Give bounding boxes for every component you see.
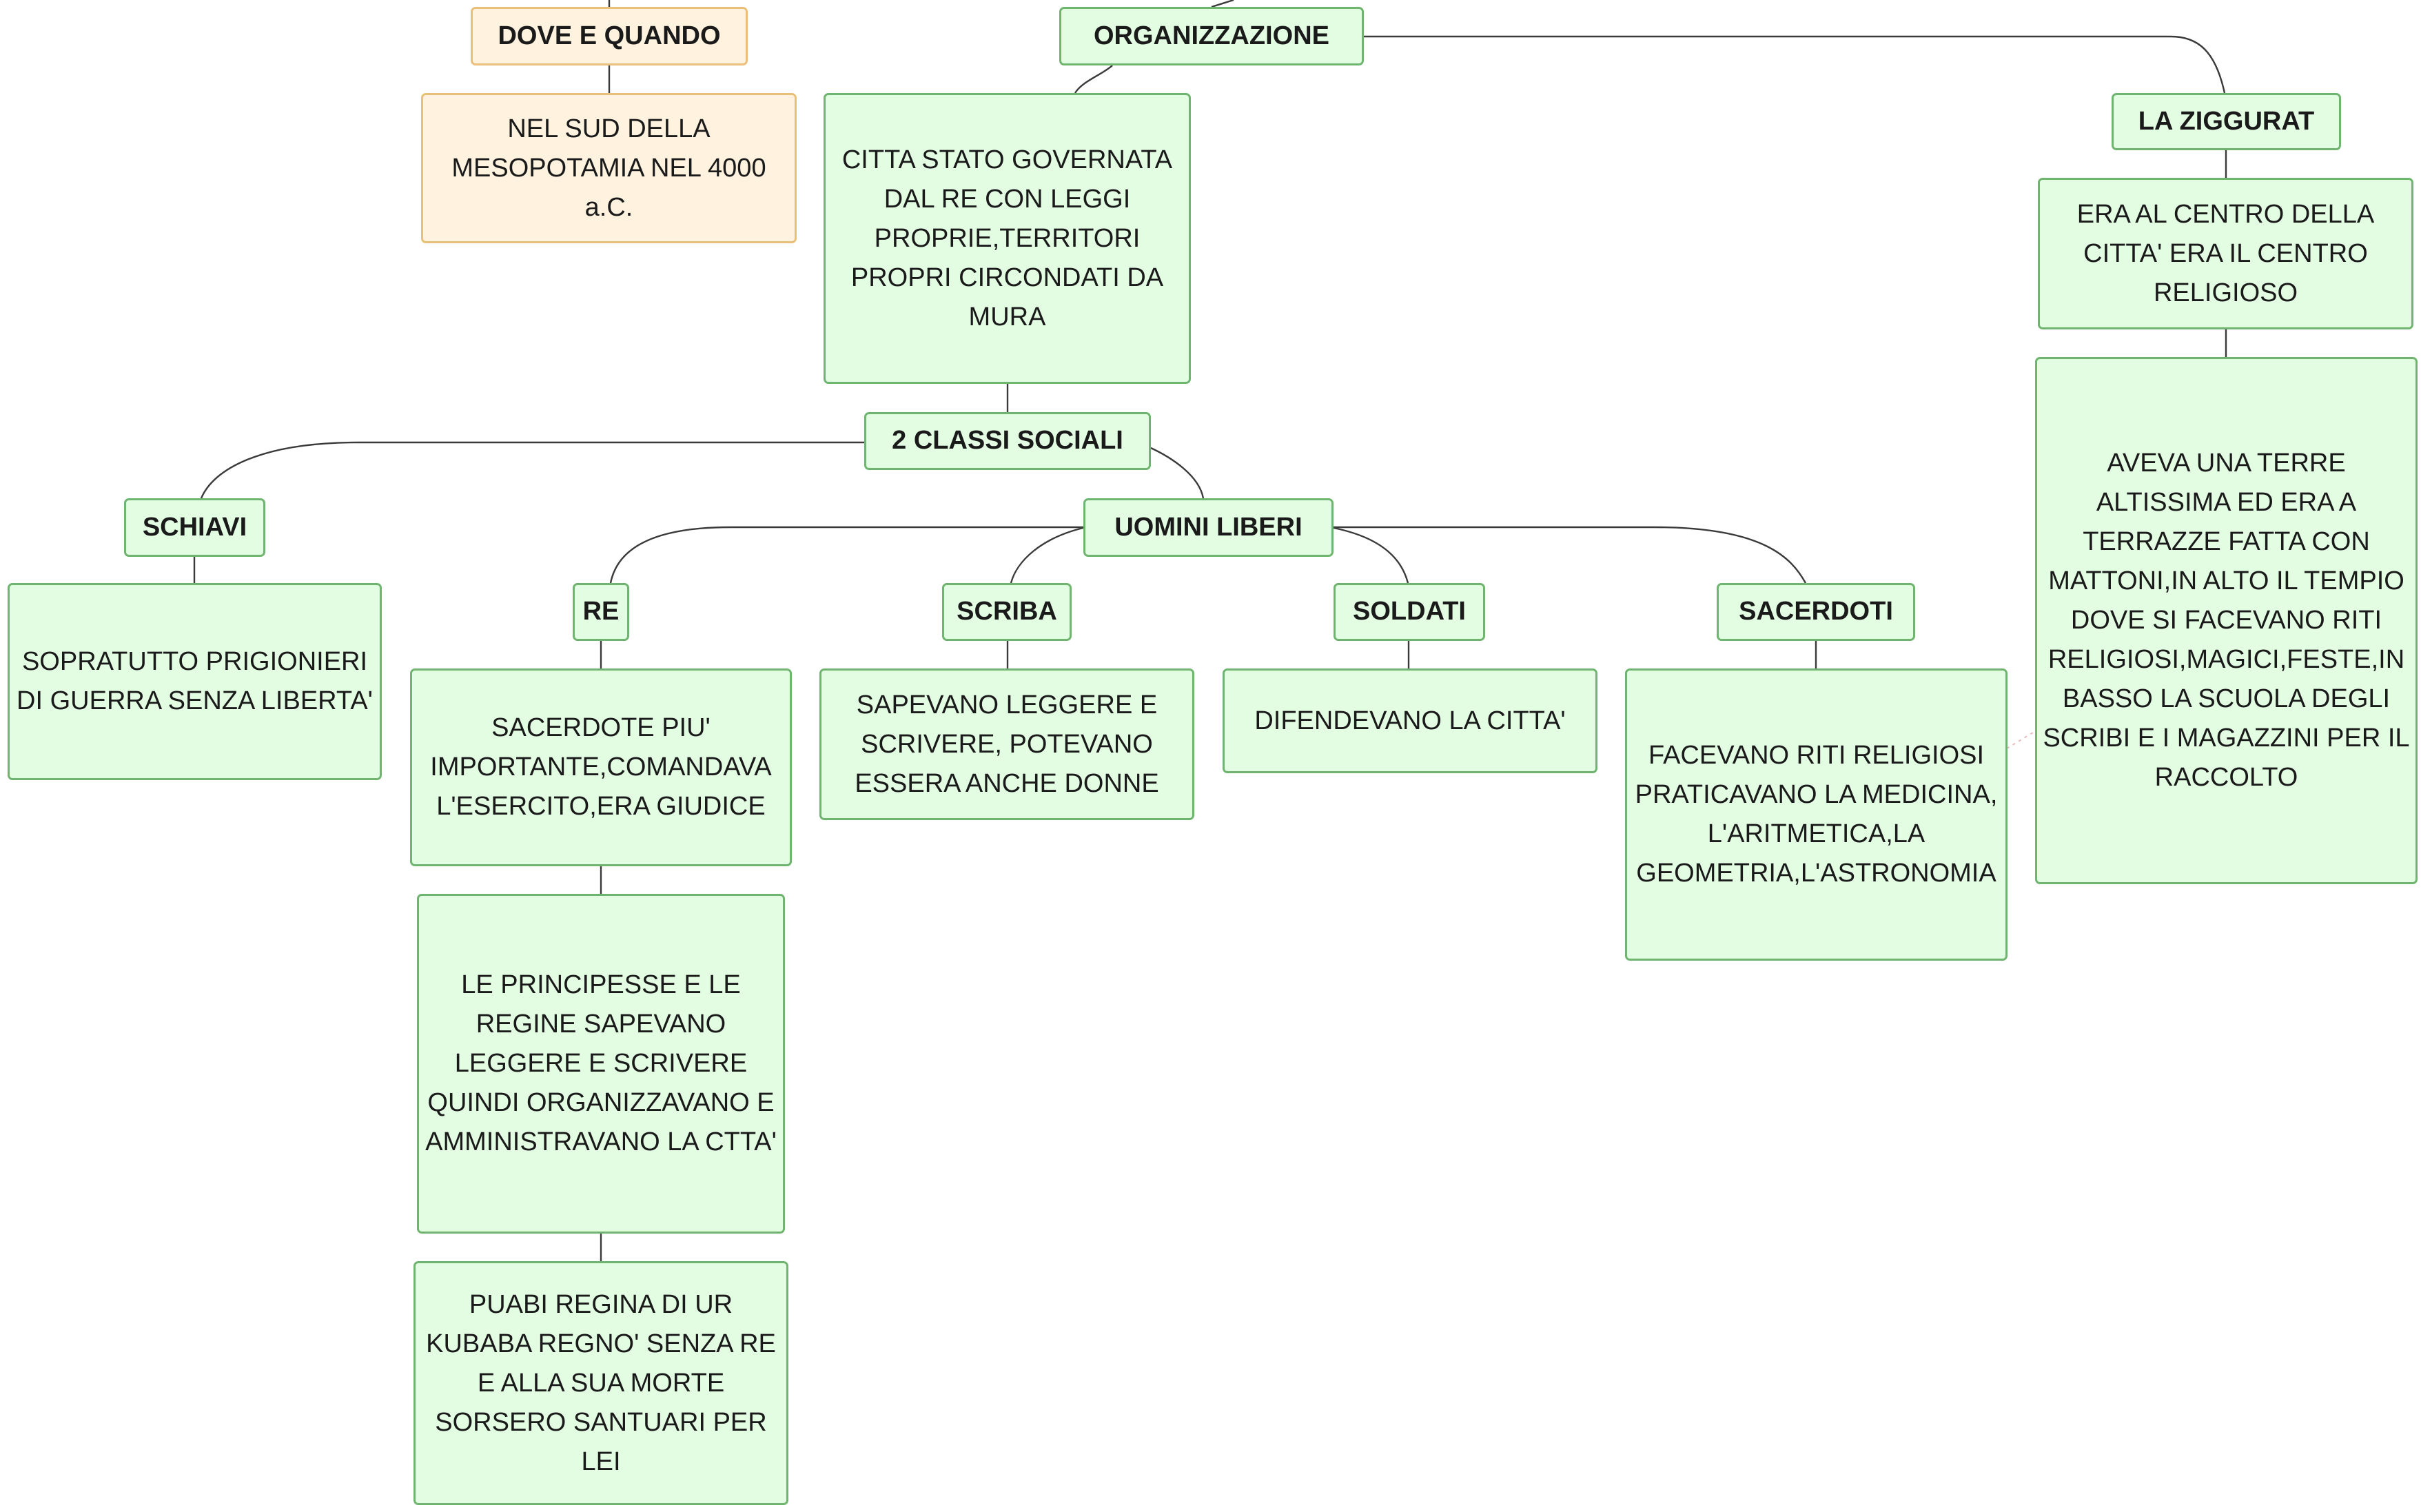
- node-sacerdoti-text[interactable]: FACEVANO RITI RELIGIOSI PRATICAVANO LA M…: [1625, 668, 2008, 961]
- node-text: LE PRINCIPESSE E LE REGINE SAPEVANO LEGG…: [425, 970, 777, 1156]
- node-soldati[interactable]: SOLDATI: [1334, 583, 1485, 641]
- node-text: AVEVA UNA TERRE ALTISSIMA ED ERA A TERRA…: [2043, 449, 2410, 792]
- node-puabi-text[interactable]: PUABI REGINA DI UR KUBABA REGNO' SENZA R…: [413, 1261, 788, 1505]
- node-text: PUABI REGINA DI UR KUBABA REGNO' SENZA R…: [426, 1289, 776, 1476]
- node-text: NEL SUD DELLA MESOPOTAMIA NEL 4000 a.C.: [451, 114, 766, 222]
- node-re-text[interactable]: SACERDOTE PIU' IMPORTANTE,COMANDAVA L'ES…: [410, 668, 792, 866]
- node-classi-sociali[interactable]: 2 CLASSI SOCIALI: [864, 412, 1151, 470]
- node-label: ORGANIZZAZIONE: [1094, 21, 1329, 50]
- node-label: DOVE E QUANDO: [498, 21, 721, 50]
- link-organizzazione-ziggurat: [1364, 35, 2226, 94]
- link-classi-schiavi: [200, 441, 864, 499]
- node-uomini-liberi[interactable]: UOMINI LIBERI: [1083, 498, 1334, 557]
- node-organizzazione-text[interactable]: CITTA STATO GOVERNATA DAL RE CON LEGGI P…: [824, 93, 1191, 384]
- node-label: SCHIAVI: [142, 512, 247, 542]
- link-classi-uomini: [1150, 447, 1205, 499]
- link-uomini-sacerdoti: [1330, 526, 1807, 584]
- node-dove-quando-text[interactable]: NEL SUD DELLA MESOPOTAMIA NEL 4000 a.C.: [421, 93, 797, 243]
- node-dove-quando[interactable]: DOVE E QUANDO: [471, 7, 748, 65]
- node-sacerdoti[interactable]: SACERDOTI: [1717, 583, 1915, 641]
- node-scriba[interactable]: SCRIBA: [942, 583, 1072, 641]
- link-uomini-scriba: [1010, 526, 1087, 584]
- node-re[interactable]: RE: [573, 583, 629, 641]
- link-organizzazione-text: [1074, 65, 1113, 94]
- node-soldati-text[interactable]: DIFENDEVANO LA CITTA': [1223, 668, 1597, 773]
- link-sacerdoti-ziggurat-dashed: [2006, 730, 2037, 749]
- node-scriba-text[interactable]: SAPEVANO LEGGERE E SCRIVERE, POTEVANO ES…: [819, 668, 1194, 820]
- node-schiavi[interactable]: SCHIAVI: [124, 498, 265, 557]
- node-label: RE: [582, 597, 620, 626]
- node-ziggurat[interactable]: LA ZIGGURAT: [2112, 93, 2341, 150]
- node-label: SACERDOTI: [1739, 597, 1893, 626]
- node-ziggurat-text-2[interactable]: AVEVA UNA TERRE ALTISSIMA ED ERA A TERRA…: [2035, 357, 2418, 884]
- node-label: SOLDATI: [1353, 597, 1466, 626]
- node-text: SAPEVANO LEGGERE E SCRIVERE, POTEVANO ES…: [855, 690, 1159, 798]
- link-top-organizzazione: [1211, 0, 1234, 8]
- node-label: UOMINI LIBERI: [1114, 512, 1303, 542]
- node-text: FACEVANO RITI RELIGIOSI PRATICAVANO LA M…: [1635, 741, 1998, 888]
- node-text: SACERDOTE PIU' IMPORTANTE,COMANDAVA L'ES…: [430, 713, 772, 821]
- node-text: SOPRATUTTO PRIGIONIERI DI GUERRA SENZA L…: [17, 647, 373, 715]
- node-label: LA ZIGGURAT: [2138, 106, 2315, 136]
- node-label: 2 CLASSI SOCIALI: [892, 426, 1123, 456]
- node-principesse-text[interactable]: LE PRINCIPESSE E LE REGINE SAPEVANO LEGG…: [417, 894, 785, 1234]
- node-text: DIFENDEVANO LA CITTA': [1254, 706, 1566, 735]
- node-ziggurat-text-1[interactable]: ERA AL CENTRO DELLA CITTA' ERA IL CENTRO…: [2038, 178, 2413, 329]
- node-organizzazione[interactable]: ORGANIZZAZIONE: [1059, 7, 1364, 65]
- link-uomini-re: [609, 526, 1086, 584]
- node-text: CITTA STATO GOVERNATA DAL RE CON LEGGI P…: [841, 145, 1173, 331]
- link-uomini-soldati: [1329, 526, 1409, 584]
- node-label: SCRIBA: [957, 597, 1057, 626]
- node-schiavi-text[interactable]: SOPRATUTTO PRIGIONIERI DI GUERRA SENZA L…: [8, 583, 382, 780]
- node-text: ERA AL CENTRO DELLA CITTA' ERA IL CENTRO…: [2076, 199, 2375, 307]
